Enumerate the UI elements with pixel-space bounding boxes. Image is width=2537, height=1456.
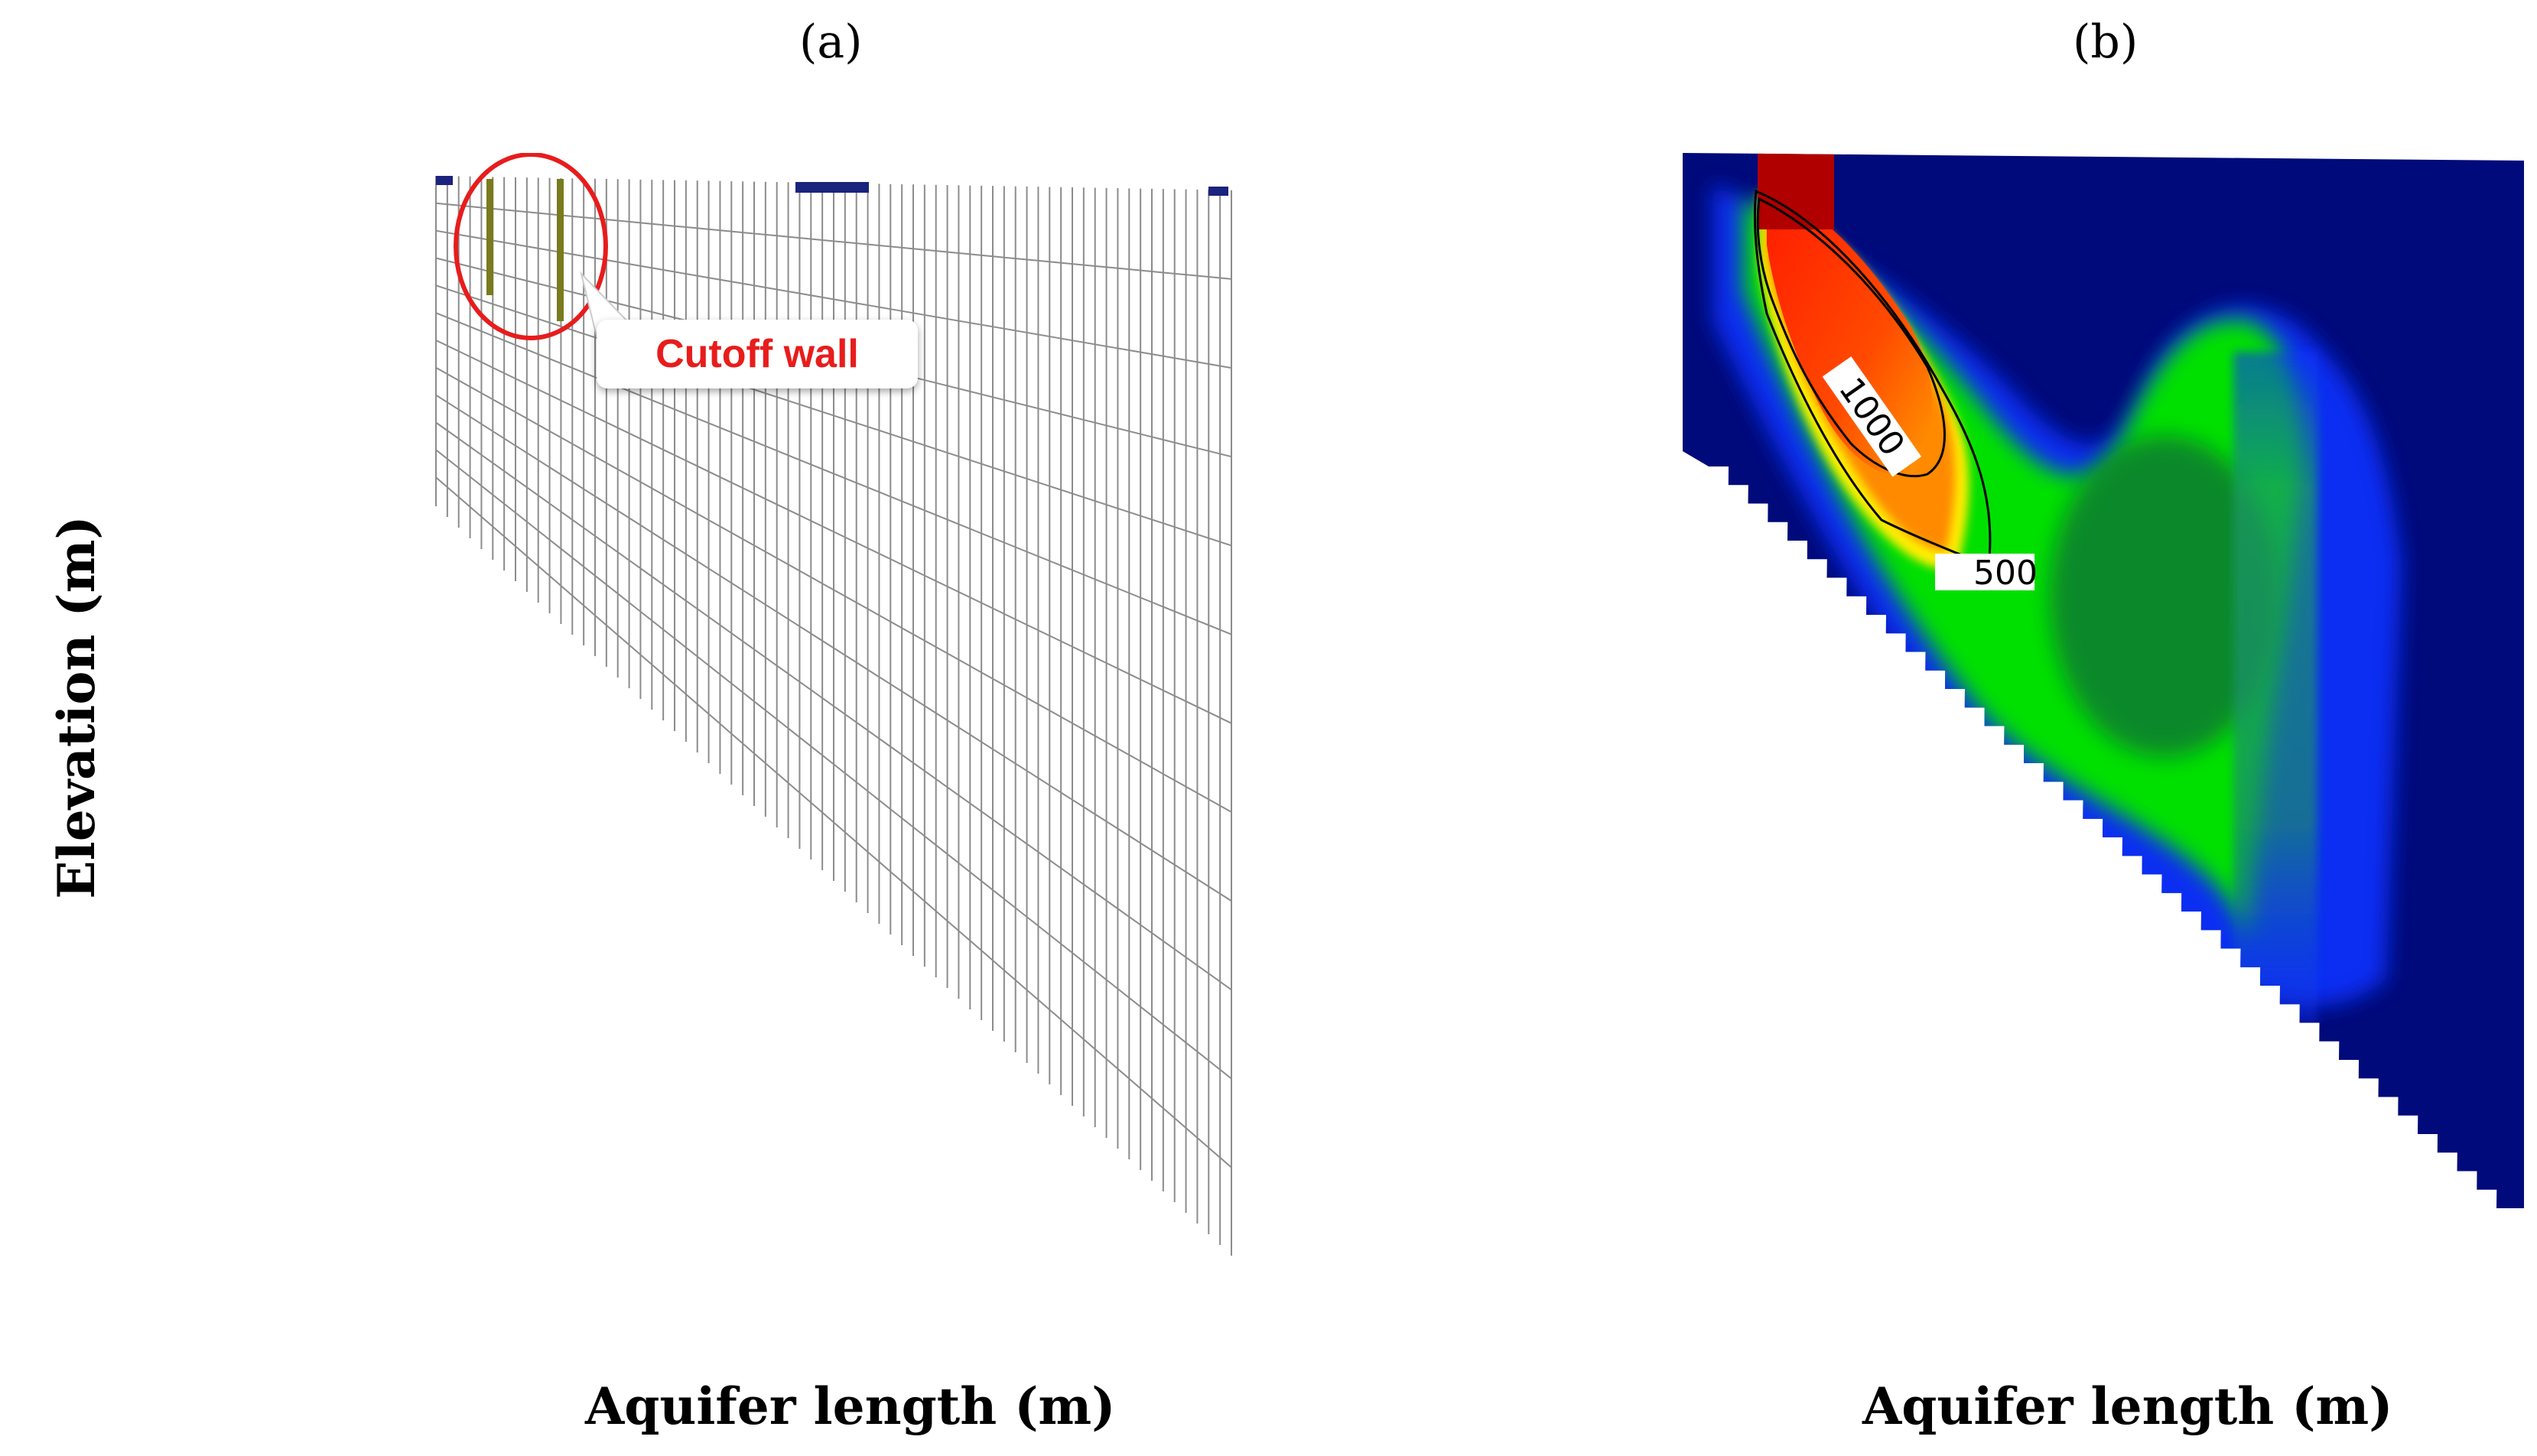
mesh-layer-line	[435, 449, 1232, 1080]
cutoff-wall-left	[486, 179, 493, 295]
mesh-layer-line	[435, 421, 1232, 991]
contour-label-500: 500	[1973, 554, 2038, 593]
mesh-layers	[435, 202, 1232, 1168]
mesh-layer-line	[435, 340, 1232, 724]
mesh-layer-line	[435, 284, 1232, 547]
source-zone	[1758, 153, 1834, 229]
red-core	[1767, 184, 1933, 476]
cutoff-wall-annotation: Cutoff wall	[597, 320, 918, 388]
mesh-layer-line	[435, 229, 1232, 369]
panel-a-label: (a)	[799, 15, 863, 69]
mesh-layer-line	[435, 202, 1232, 280]
left-boundary-marker	[436, 176, 453, 185]
mesh-layer-line	[435, 394, 1232, 902]
panel-a-x-axis-title: Aquifer length (m)	[585, 1376, 1116, 1436]
mesh-panel	[435, 153, 1232, 1256]
green-column	[2233, 352, 2317, 1025]
plume-layers	[1713, 153, 2402, 1025]
cutoff-wall-right	[557, 179, 564, 321]
concentration-panel: 1000 500	[1683, 153, 2524, 1208]
dark-green-core	[2050, 436, 2279, 757]
cutoff-wall-bars	[486, 179, 564, 321]
right-boundary-marker	[1208, 187, 1228, 196]
highlight-circle	[454, 153, 608, 340]
contour-label-500-group: 500	[1935, 554, 2038, 593]
panel-b-x-axis-title: Aquifer length (m)	[1862, 1376, 2393, 1436]
panel-b-label: (b)	[2073, 15, 2139, 69]
mesh-layer-line	[435, 476, 1232, 1168]
river-boundary-marker	[795, 182, 869, 193]
boundary-markers	[436, 176, 1228, 196]
y-axis-title: Elevation (m)	[47, 515, 106, 899]
mesh-layer-line	[435, 312, 1232, 635]
contour-500	[1753, 189, 1992, 568]
mesh-layer-line	[435, 366, 1232, 813]
contour-1000	[1756, 197, 1946, 478]
